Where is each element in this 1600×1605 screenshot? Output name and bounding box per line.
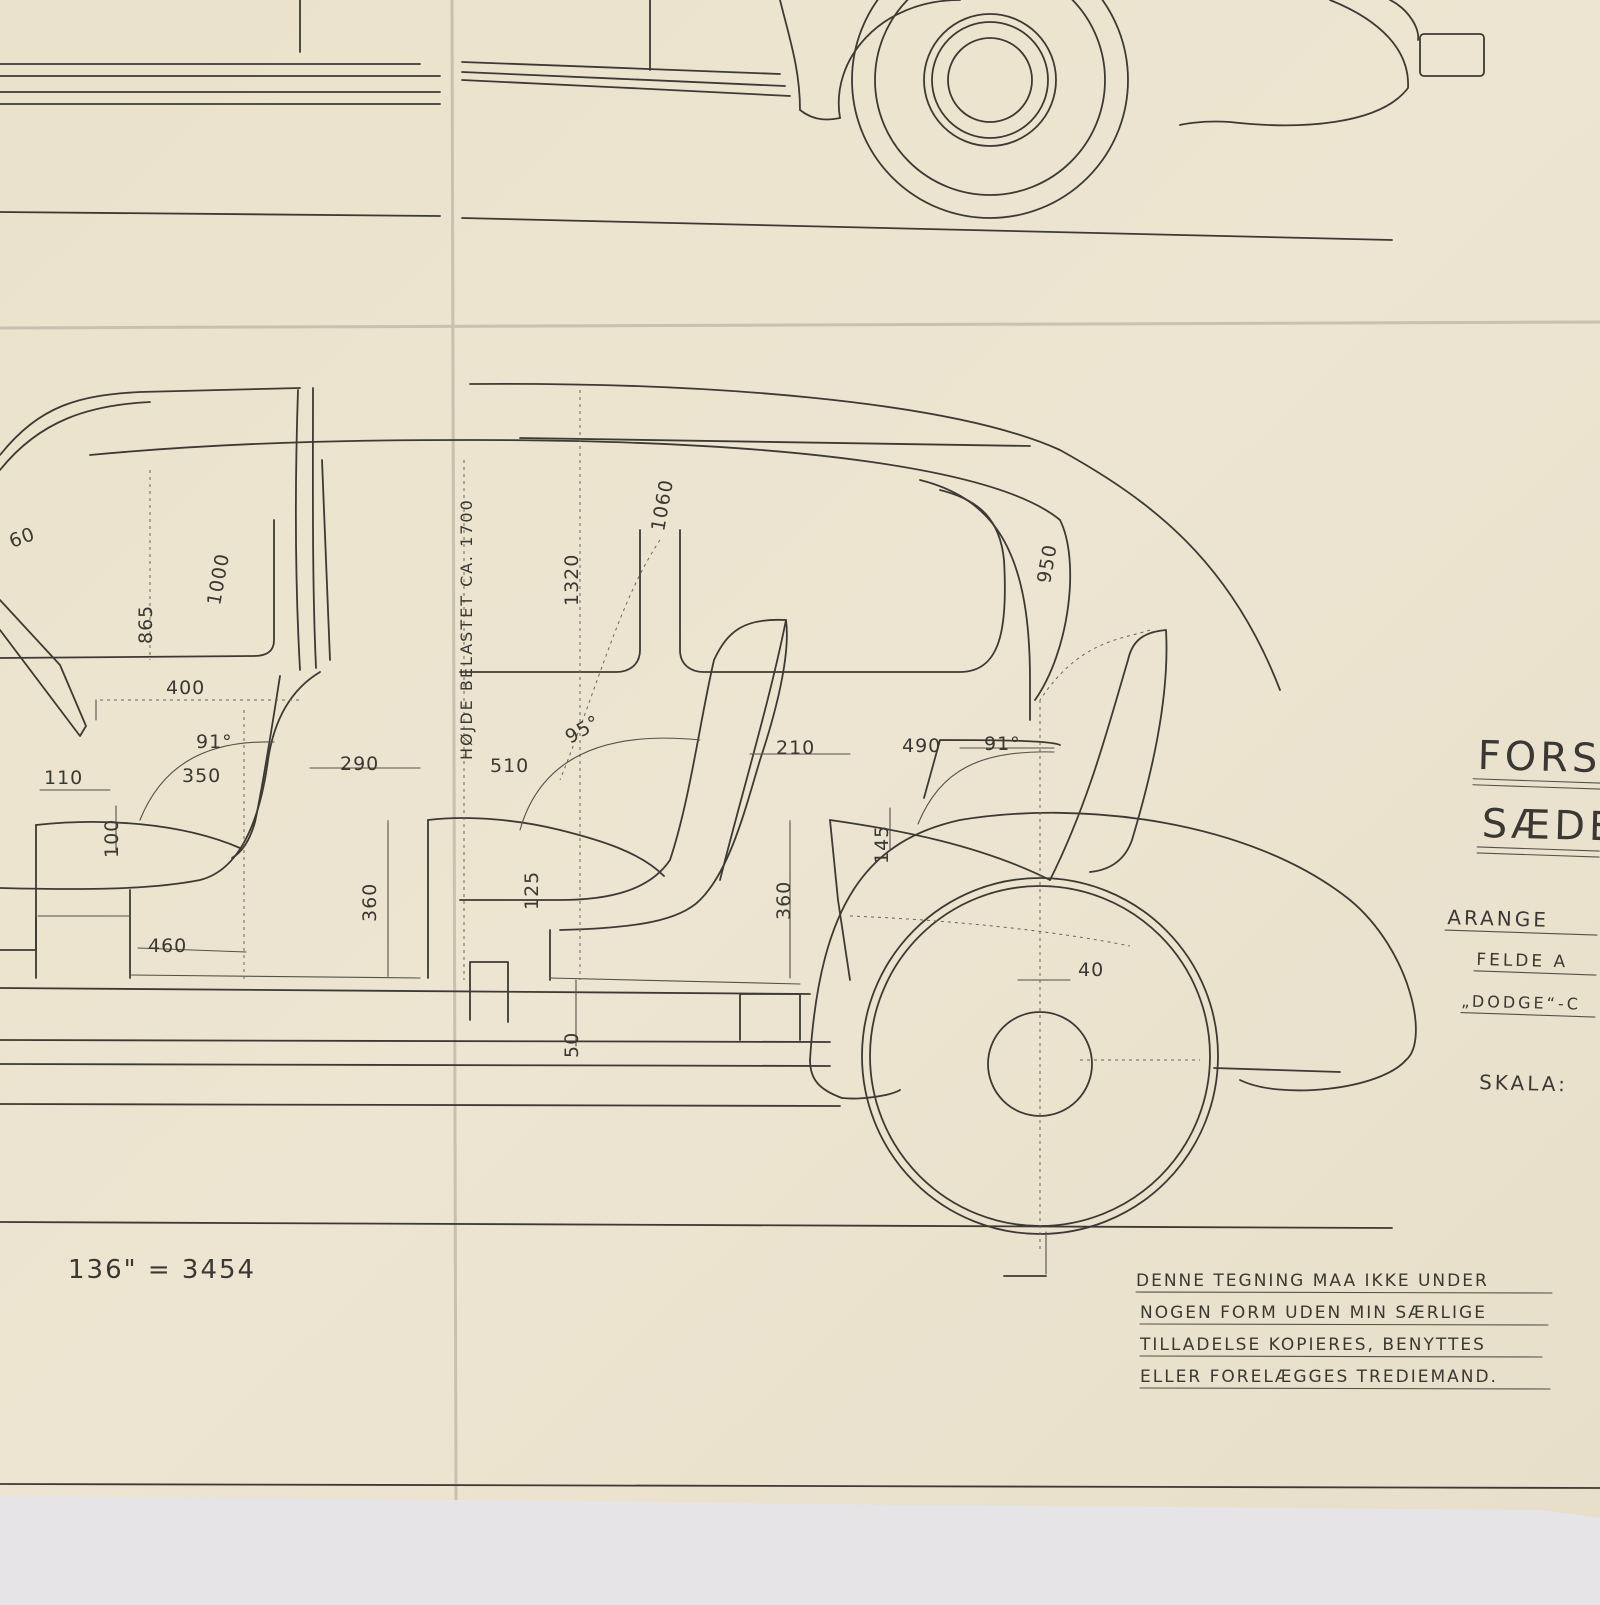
- dim-510: 510: [490, 755, 529, 777]
- title-line-2: FELDE A: [1476, 950, 1568, 972]
- dim-865: 865: [135, 605, 157, 644]
- dim-145: 145: [871, 825, 893, 864]
- dim-360b: 360: [773, 881, 795, 920]
- dim-91a: 91°: [196, 731, 233, 753]
- dim-290: 290: [340, 753, 379, 775]
- dim-1320: 1320: [561, 554, 583, 606]
- drawing-subtitle: SÆDE: [1481, 801, 1600, 851]
- title-block: FORS SÆDE ARANGE FELDE A „DODGE“-C SKALA…: [1444, 733, 1600, 1096]
- dim-125: 125: [521, 871, 543, 910]
- dim-350: 350: [182, 765, 221, 787]
- title-line-3: „DODGE“-C: [1461, 992, 1581, 1014]
- drawing-title: FORS: [1477, 733, 1600, 782]
- dim-50: 50: [561, 1032, 583, 1058]
- copyright-note: DENNE TEGNING MAA IKKE UNDER NOGEN FORM …: [1135, 1271, 1553, 1390]
- dim-400: 400: [166, 677, 205, 699]
- dimension-labels: 60 865 1000 400 91° 350 110 100 460 290 …: [6, 477, 1104, 1058]
- dim-100: 100: [101, 819, 123, 858]
- dim-210: 210: [776, 737, 815, 759]
- copyright-line-1: DENNE TEGNING MAA IKKE UNDER: [1136, 1271, 1489, 1291]
- seating-section-drawing: [0, 382, 1417, 1277]
- dim-490: 490: [902, 735, 941, 757]
- fold-creases: [0, 0, 1600, 1501]
- dim-360a: 360: [359, 883, 381, 922]
- dim-40: 40: [1078, 959, 1104, 981]
- dim-91b: 91°: [984, 733, 1021, 755]
- sheet-border-bottom: [0, 1483, 1600, 1489]
- copyright-line-2: NOGEN FORM UDEN MIN SÆRLIGE: [1140, 1303, 1487, 1323]
- paper-sheet: [0, 0, 1600, 1518]
- dim-110: 110: [44, 767, 83, 789]
- scale-label: SKALA:: [1479, 1070, 1568, 1096]
- copyright-line-4: ELLER FORELÆGGES TREDIEMAND.: [1140, 1367, 1498, 1387]
- dim-460: 460: [148, 935, 187, 957]
- height-note: HØJDE BELASTET CA. 1700: [457, 498, 476, 760]
- copyright-line-3: TILLADELSE KOPIERES, BENYTTES: [1139, 1335, 1486, 1355]
- wheelbase-note: 136" = 3454: [68, 1255, 256, 1285]
- title-line-1: ARANGE: [1447, 905, 1549, 932]
- upper-car-elevation: [0, 0, 1485, 241]
